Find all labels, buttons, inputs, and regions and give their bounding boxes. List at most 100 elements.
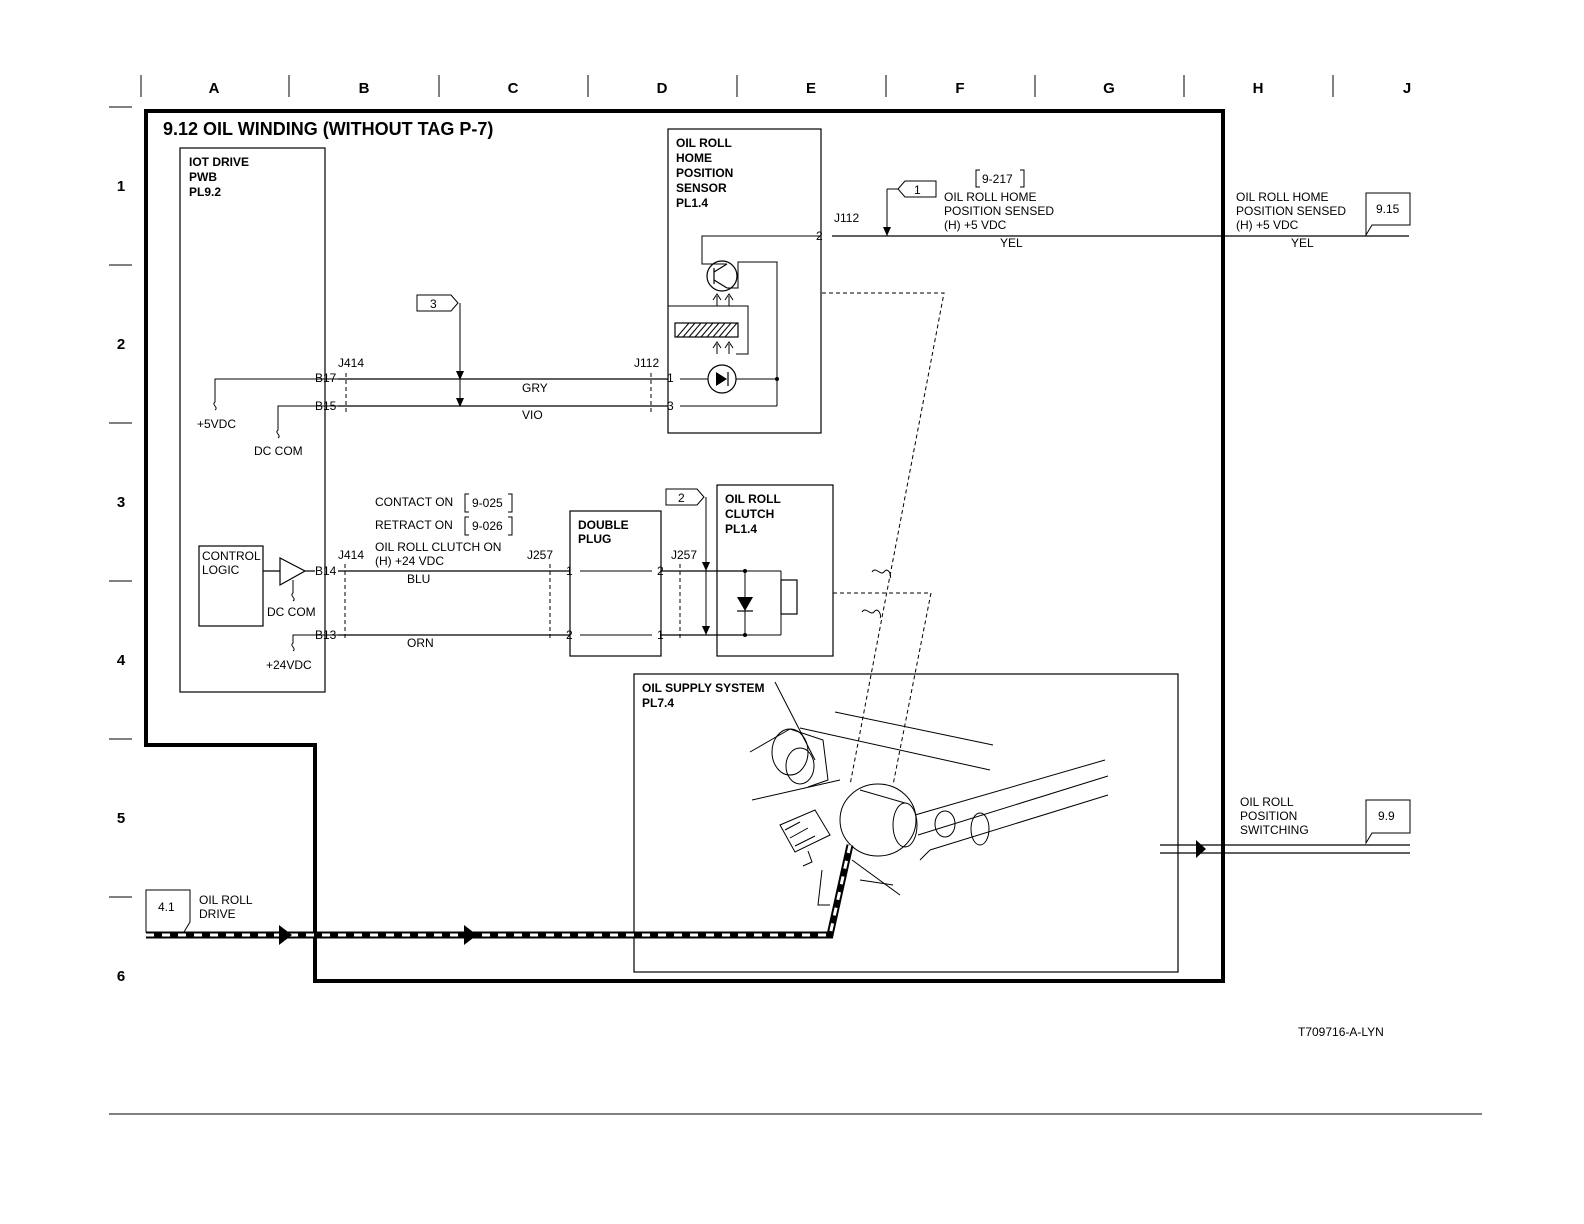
clutch-label-1: OIL ROLL — [725, 492, 781, 506]
phototransistor-icon — [706, 260, 738, 292]
home-sensed-2: POSITION SENSED — [944, 204, 1054, 218]
oil-supply-system: OIL SUPPLY SYSTEM PL7.4 — [633, 673, 1179, 973]
wire-yel-right-label: YEL — [1291, 236, 1314, 250]
ground-dccom-bottom-icon — [291, 580, 295, 602]
oil-supply-label-2: PL7.4 — [642, 696, 674, 710]
column-header: A B C D E F G H J — [140, 75, 1411, 97]
ref-9-217: 9-217 — [975, 169, 1025, 188]
col-label-c: C — [508, 80, 519, 97]
oil-roll-mechanism-illustration — [749, 681, 1109, 906]
retract-on-label: RETRACT ON — [375, 518, 453, 532]
ground-24vdc-icon — [291, 634, 338, 652]
col-label-h: H — [1253, 80, 1264, 97]
home-sensed-1: OIL ROLL HOME — [944, 190, 1036, 204]
v5-label: +5VDC — [197, 417, 236, 431]
drive-1: OIL ROLL — [199, 893, 253, 907]
j414-top-label: J414 — [338, 356, 364, 370]
drive-path-dashes — [146, 844, 852, 937]
double-plug-label-1: DOUBLE — [578, 518, 629, 532]
pin-3-label: 3 — [667, 399, 674, 413]
ref-box-9-15[interactable]: 9.15 — [1365, 192, 1411, 237]
wire-yel-left-label: YEL — [1000, 236, 1023, 250]
svg-text:9.15: 9.15 — [1376, 202, 1400, 216]
iot-drive-label-2: PWB — [189, 170, 217, 184]
control-logic-label-1: CONTROL — [202, 549, 261, 563]
wire-blu-label: BLU — [407, 572, 430, 586]
switching-arrow-icon — [1196, 840, 1206, 858]
oil-roll-clutch: OIL ROLL CLUTCH PL1.4 — [716, 484, 834, 657]
svg-text:9-026: 9-026 — [472, 519, 503, 533]
break-mark-icon — [871, 569, 891, 579]
solenoid-coil-icon — [780, 579, 798, 615]
figure-id: T709716-A-LYN — [1298, 1025, 1384, 1039]
iot-drive-label-1: IOT DRIVE — [189, 155, 249, 169]
drive-path-outline — [146, 844, 854, 939]
svg-text:4.1: 4.1 — [158, 900, 175, 914]
diode-icon — [737, 597, 753, 611]
col-label-e: E — [806, 80, 816, 97]
dc-com-top-label: DC COM — [254, 444, 303, 458]
switching-1: OIL ROLL — [1240, 795, 1294, 809]
pin-b14-label: B14 — [315, 564, 337, 578]
switching-3: SWITCHING — [1240, 823, 1309, 837]
light-arrow-icon — [712, 293, 722, 306]
svg-text:9-217: 9-217 — [982, 172, 1013, 186]
control-logic-label-2: LOGIC — [202, 563, 240, 577]
control-logic: CONTROL LOGIC DC COM — [198, 545, 316, 627]
clutch-on-2: (H) +24 VDC — [375, 554, 444, 568]
j257-pin1-right: 1 — [657, 628, 664, 642]
row-label-2: 2 — [117, 336, 125, 353]
j257-pin2-right: 2 — [657, 564, 664, 578]
wire-gry-label: GRY — [522, 381, 548, 395]
row-header: 1 2 3 4 5 6 — [109, 106, 132, 985]
double-plug-label-2: PLUG — [578, 532, 611, 546]
clutch-on-1: OIL ROLL CLUTCH ON — [375, 540, 501, 554]
contact-on-label: CONTACT ON — [375, 495, 453, 509]
svg-text:3: 3 — [430, 297, 437, 311]
oil-supply-label-1: OIL SUPPLY SYSTEM — [642, 681, 764, 695]
home-sensed-3: (H) +5 VDC — [944, 218, 1007, 232]
clutch-label-2: CLUTCH — [725, 507, 774, 521]
flag-2: 2 — [665, 488, 710, 635]
iot-drive-label-3: PL9.2 — [189, 185, 221, 199]
sensor-label-2: HOME — [676, 151, 712, 165]
svg-text:9.9: 9.9 — [1378, 809, 1395, 823]
ground-5vdc-icon — [213, 378, 338, 411]
svg-text:2: 2 — [678, 491, 685, 505]
clutch-mechanical-link — [833, 592, 932, 786]
flag-1: 1 — [883, 180, 937, 236]
ground-dccom-top-icon — [276, 405, 338, 439]
ref-9-025: 9-025 — [464, 493, 513, 513]
switching-2: POSITION — [1240, 809, 1297, 823]
col-label-j: J — [1403, 80, 1411, 97]
row-label-5: 5 — [117, 810, 125, 827]
oil-roll-home-position-sensor: OIL ROLL HOME POSITION SENSOR PL1.4 2 — [667, 128, 823, 434]
wire-orn-label: ORN — [407, 636, 434, 650]
sensor-label-4: SENSOR — [676, 181, 727, 195]
pin-b17-label: B17 — [315, 371, 337, 385]
row-label-4: 4 — [117, 652, 126, 669]
drive-arrow-icon-1 — [279, 925, 292, 945]
break-mark-icon-2 — [861, 609, 881, 619]
pin-2-sensor-label: 2 — [816, 229, 823, 243]
v24-label: +24VDC — [266, 658, 312, 672]
page-title: 9.12 OIL WINDING (WITHOUT TAG P-7) — [163, 119, 493, 139]
col-label-f: F — [955, 80, 964, 97]
j257-left-label: J257 — [527, 548, 553, 562]
ref-box-4-1[interactable]: 4.1 — [145, 889, 191, 933]
double-plug: DOUBLE PLUG — [569, 510, 662, 657]
row-label-1: 1 — [117, 178, 125, 195]
row-label-6: 6 — [117, 968, 125, 985]
sensor-label-3: POSITION — [676, 166, 733, 180]
j257-right-label: J257 — [671, 548, 697, 562]
row-label-3: 3 — [117, 494, 125, 511]
col-label-g: G — [1103, 80, 1115, 97]
drive-arrow-icon-2 — [464, 925, 477, 945]
col-label-d: D — [657, 80, 668, 97]
home-out-2: POSITION SENSED — [1236, 204, 1346, 218]
flag-3: 3 — [416, 294, 464, 407]
diagram-boundary — [144, 109, 1225, 983]
ref-box-9-9[interactable]: 9.9 — [1365, 799, 1411, 845]
iot-drive-pwb: IOT DRIVE PWB PL9.2 — [179, 147, 326, 693]
